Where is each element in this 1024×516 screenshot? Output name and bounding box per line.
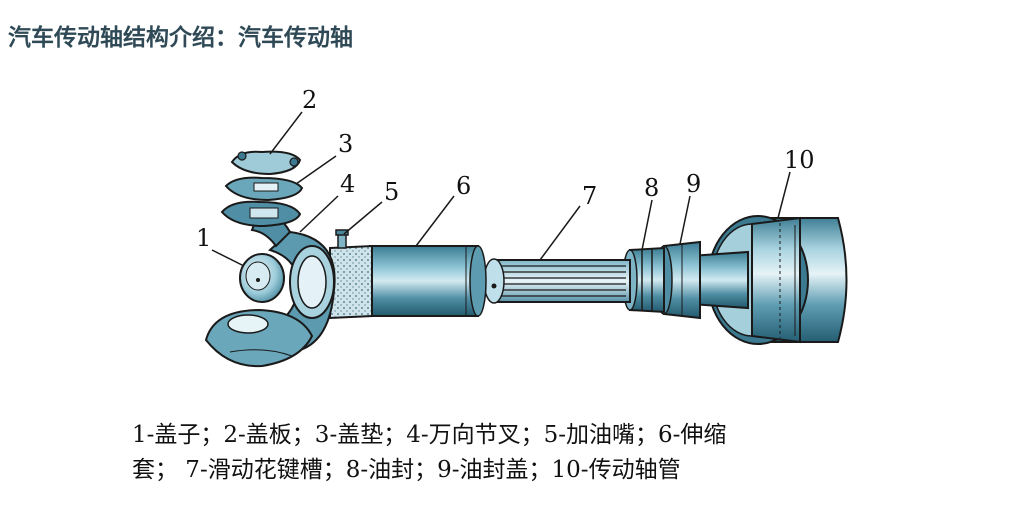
telescopic-sleeve [369,245,487,317]
cover-plate-stack [220,150,304,228]
callout-8: 8 [644,174,659,202]
callout-1: 1 [196,224,211,252]
callout-5: 5 [384,178,399,206]
callout-4: 4 [340,170,355,198]
grease-fitting [335,229,349,249]
bearing-cap [239,253,285,303]
parts-legend: 1-盖子；2-盖板；3-盖垫；4-万向节叉；5-加油嘴；6-伸缩 套； 7-滑动… [132,418,922,488]
callout-6: 6 [456,172,471,200]
leader-lines [211,111,791,267]
callout-2: 2 [302,86,317,114]
parts-legend-line-2: 套； 7-滑动花键槽；8-油封；9-油封盖；10-传动轴管 [132,457,681,483]
page-title: 汽车传动轴结构介绍：汽车传动轴 [8,25,353,51]
universal-joint-yoke [204,211,336,368]
callout-10: 10 [784,146,815,174]
callout-9: 9 [686,170,701,198]
knurled-sleeve-section [329,244,373,320]
drive-shaft-tube [707,215,848,345]
callout-3: 3 [338,130,353,158]
sliding-spline [483,258,631,304]
callout-7: 7 [582,182,597,210]
parts-legend-line-1: 1-盖子；2-盖板；3-盖垫；4-万向节叉；5-加油嘴；6-伸缩 [132,422,727,448]
